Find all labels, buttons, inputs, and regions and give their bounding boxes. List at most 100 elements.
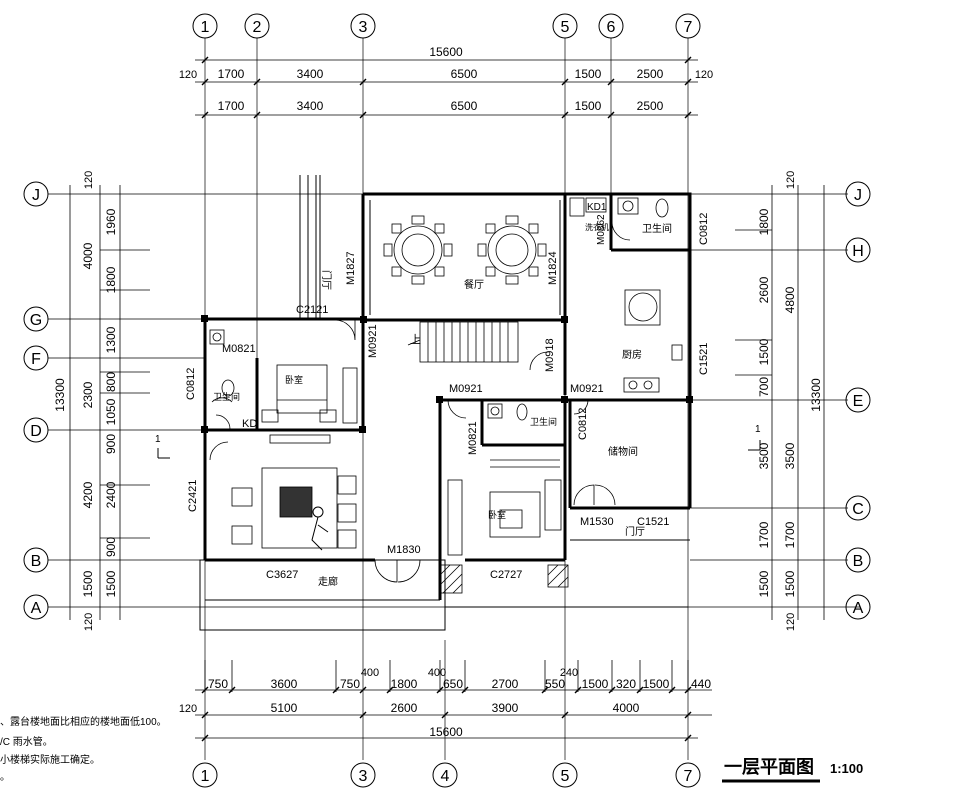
label-m0821-c: M0821 bbox=[467, 421, 479, 455]
label-m0921-b: M0921 bbox=[449, 383, 483, 395]
axis-label: 4 bbox=[441, 768, 450, 785]
room-toilet-mid: 卫生间 bbox=[530, 416, 557, 427]
dim-left-row1: 4000 2300 4200 1500 bbox=[81, 242, 95, 597]
room-corridor: 走廊 bbox=[318, 575, 338, 588]
dim-top-row1: 1700 3400 6500 1500 2500 bbox=[218, 67, 664, 81]
dim-value: 2400 bbox=[104, 481, 118, 508]
dim-value: 1700 bbox=[218, 67, 245, 81]
stairs bbox=[407, 321, 519, 363]
axis-label: A bbox=[853, 600, 864, 617]
dim-value: 3500 bbox=[757, 442, 771, 469]
dim-value: 700 bbox=[757, 377, 771, 397]
dim-right-total: 13300 bbox=[809, 378, 823, 412]
dim-value: 400 bbox=[361, 667, 379, 679]
label-kd1: KD1 bbox=[587, 202, 607, 213]
label-m0918: M0918 bbox=[544, 338, 556, 372]
dim-value: 320 bbox=[616, 677, 636, 691]
dimension-top bbox=[195, 56, 698, 119]
axis-label: J bbox=[32, 187, 40, 204]
dining-table-left bbox=[383, 215, 453, 285]
dim-value: 400 bbox=[428, 667, 446, 679]
dim-value: 3400 bbox=[297, 67, 324, 81]
dim-value: 3400 bbox=[297, 99, 324, 113]
room-dining: 餐厅 bbox=[464, 278, 484, 291]
dim-value: 5100 bbox=[271, 701, 298, 715]
dim-value: 1500 bbox=[783, 570, 797, 597]
room-storage: 储物间 bbox=[608, 445, 638, 458]
label-m0921-a: M0921 bbox=[367, 324, 379, 358]
room-toilet-w: 卫生间 bbox=[213, 391, 240, 402]
dim-bottom-row2: 5100 2600 3900 4000 bbox=[271, 701, 640, 715]
dim-value: 440 bbox=[691, 677, 711, 691]
dim-value: 1960 bbox=[104, 208, 118, 235]
note-line: /C 雨水管。 bbox=[0, 735, 53, 748]
columns bbox=[201, 315, 693, 433]
axis-bubbles-right: J H E C B A bbox=[845, 181, 871, 620]
dim-top-total: 15600 bbox=[429, 45, 463, 59]
axis-bubble-left-A: A bbox=[23, 594, 49, 620]
note-line: 。 bbox=[0, 772, 10, 783]
axis-label: 1 bbox=[201, 19, 210, 36]
axis-bubble-left-J: J bbox=[23, 181, 49, 207]
label-c2421: C2421 bbox=[187, 480, 199, 512]
dim-value: 800 bbox=[104, 372, 118, 392]
axis-label: 3 bbox=[359, 19, 368, 36]
label-c0812-c: C0812 bbox=[577, 408, 589, 440]
note-line: 小楼梯实际施工确定。 bbox=[0, 753, 100, 766]
dim-value: 4200 bbox=[81, 481, 95, 508]
dim-value: 1800 bbox=[104, 266, 118, 293]
drawing-title: 一层平面图 bbox=[724, 757, 814, 777]
dim-bottom-total: 15600 bbox=[429, 725, 463, 739]
axis-label: 7 bbox=[684, 768, 693, 785]
dim-value: 900 bbox=[104, 537, 118, 557]
room-toilet-ne: 卫生间 bbox=[642, 222, 672, 235]
person-figure bbox=[311, 506, 329, 551]
axis-label: B bbox=[853, 553, 864, 570]
label-m1830: M1830 bbox=[387, 544, 421, 556]
label-c3627: C3627 bbox=[266, 569, 298, 581]
dim-value: 1500 bbox=[575, 67, 602, 81]
axis-label: E bbox=[853, 393, 864, 410]
axis-label: D bbox=[30, 423, 42, 440]
label-c0812-w: C0812 bbox=[185, 368, 197, 400]
dim-value: 240 bbox=[560, 667, 578, 679]
axis-bubble-bottom-3: 3 bbox=[350, 762, 376, 788]
dim-value: 1700 bbox=[783, 521, 797, 548]
walls bbox=[203, 192, 692, 600]
dim-value: 6500 bbox=[451, 99, 478, 113]
dim-value: 3500 bbox=[783, 442, 797, 469]
axis-label: 5 bbox=[561, 19, 570, 36]
axis-bubble-left-B: B bbox=[23, 547, 49, 573]
dimension-right bbox=[735, 185, 825, 620]
dining-table-right bbox=[477, 215, 547, 285]
axis-bubble-left-G: G bbox=[23, 306, 49, 332]
axis-bubble-top-1: 1 bbox=[192, 13, 218, 39]
dim-value: 2600 bbox=[757, 276, 771, 303]
axis-label: J bbox=[854, 187, 862, 204]
axis-label: F bbox=[31, 351, 41, 368]
axis-label: 5 bbox=[561, 768, 570, 785]
axis-bubble-bottom-5: 5 bbox=[552, 762, 578, 788]
room-foyer-e: 门厅 bbox=[625, 525, 645, 538]
label-c1521-e: C1521 bbox=[698, 343, 710, 375]
dim-value: 3900 bbox=[492, 701, 519, 715]
axis-label: 2 bbox=[253, 19, 262, 36]
label-m1530: M1530 bbox=[580, 516, 614, 528]
room-laundry: 洗衣机 bbox=[585, 222, 609, 232]
furniture bbox=[209, 197, 683, 556]
dim-right-row2: 1800 2600 1500 700 3500 1700 1500 bbox=[757, 208, 771, 597]
axis-label: 6 bbox=[607, 19, 616, 36]
dim-bottom-small: 400 400 240 bbox=[361, 667, 578, 679]
room-foyer-n: 门厅 bbox=[320, 270, 333, 290]
dim-top-row2: 1700 3400 6500 1500 2500 bbox=[218, 99, 664, 113]
dim-value: 1500 bbox=[757, 338, 771, 365]
dim-top-edge-right: 120 bbox=[695, 69, 713, 81]
dim-value: 4000 bbox=[613, 701, 640, 715]
label-c2121: C2121 bbox=[296, 304, 328, 316]
axis-label: G bbox=[30, 312, 42, 329]
label-c0812-ne: C0812 bbox=[698, 213, 710, 245]
dim-value: 6500 bbox=[451, 67, 478, 81]
axis-label: H bbox=[852, 243, 864, 260]
doors bbox=[209, 221, 631, 583]
